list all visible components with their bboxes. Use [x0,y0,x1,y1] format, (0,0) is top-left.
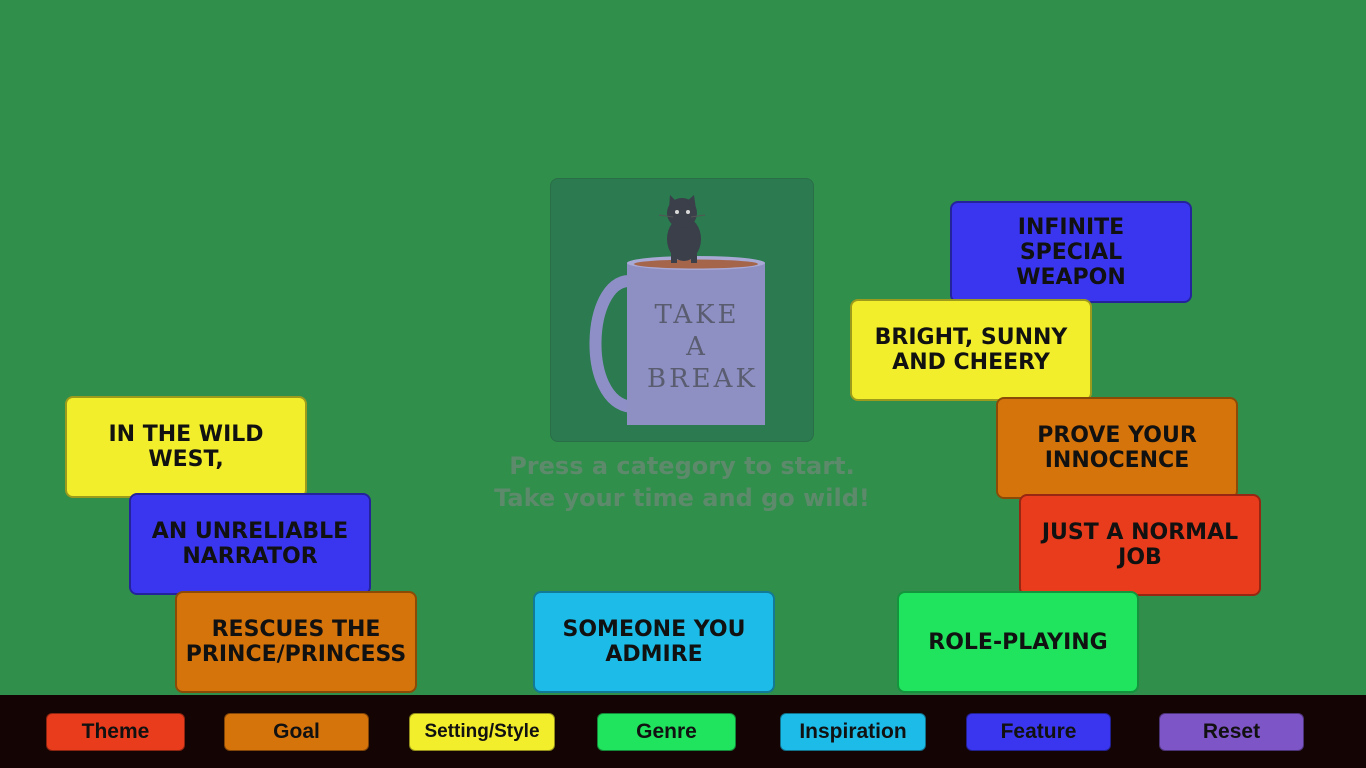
mug-line-3: BREAK [647,364,758,394]
category-bar: Theme Goal Setting/Style Genre Inspirati… [0,695,1366,768]
reset-button[interactable]: Reset [1159,713,1304,751]
card-inspiration[interactable]: SOMEONE YOU ADMIRE [533,591,775,693]
card-theme[interactable]: JUST A NORMAL JOB [1019,494,1261,596]
mug-line-1: TAKE [654,300,740,330]
genre-button[interactable]: Genre [597,713,736,751]
card-setting-left[interactable]: IN THE WILD WEST, [65,396,307,498]
take-a-break-image: TAKE A BREAK [550,178,814,442]
mug-slogan: TAKE A BREAK [647,299,758,395]
inspiration-button[interactable]: Inspiration [780,713,926,751]
card-setting-right[interactable]: BRIGHT, SUNNY AND CHEERY [850,299,1092,401]
theme-button[interactable]: Theme [46,713,185,751]
prompt-line-2: Take your time and go wild! [494,484,870,512]
prompt-line-1: Press a category to start. [509,452,855,480]
card-feature-right[interactable]: INFINITE SPECIAL WEAPON [950,201,1192,303]
card-feature-left[interactable]: AN UNRELIABLE NARRATOR [129,493,371,595]
mug-cat-illustration [589,195,765,425]
card-goal-left[interactable]: RESCUES THE PRINCE/PRINCESS [175,591,417,693]
card-goal-right[interactable]: PROVE YOUR INNOCENCE [996,397,1238,499]
setting-style-button[interactable]: Setting/Style [409,713,555,751]
start-prompt: Press a category to start. Take your tim… [470,450,894,514]
feature-button[interactable]: Feature [966,713,1111,751]
mug-line-2: A [686,332,708,362]
goal-button[interactable]: Goal [224,713,369,751]
card-genre[interactable]: ROLE-PLAYING [897,591,1139,693]
game-stage: TAKE A BREAK Press a category to start. … [65,178,1261,693]
